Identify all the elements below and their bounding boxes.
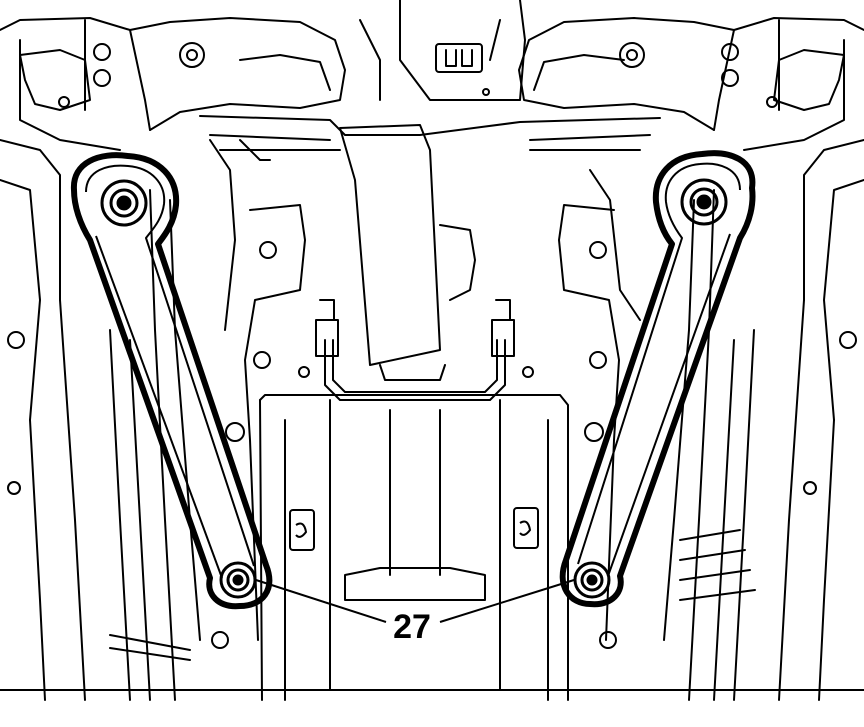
- callout-number: 27: [393, 608, 431, 646]
- callout-leaders: [255, 579, 575, 623]
- left-control-arm: [70, 152, 273, 610]
- leader-line-right: [439, 579, 575, 623]
- right-control-arm: [559, 150, 756, 608]
- exhaust-clips: [289, 507, 539, 551]
- chassis-bolts: [7, 42, 857, 649]
- leader-line-left: [255, 579, 387, 623]
- chassis-background: [0, 0, 864, 701]
